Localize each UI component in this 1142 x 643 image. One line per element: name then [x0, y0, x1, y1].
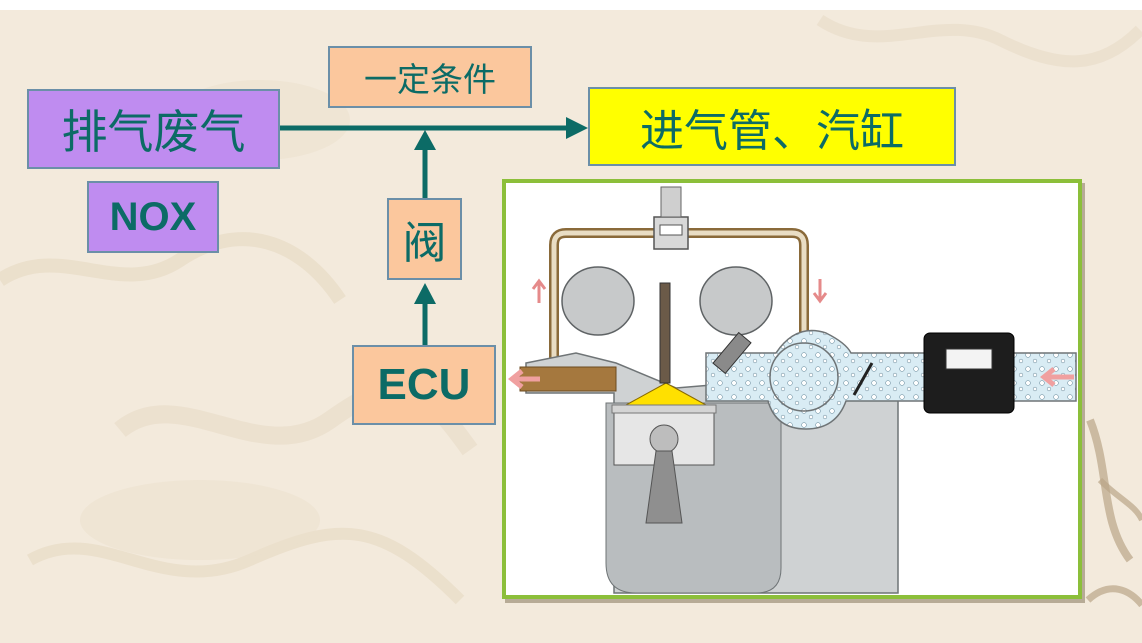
exhaust-out-arrow-icon	[507, 369, 540, 389]
nox-box: NOX	[87, 181, 219, 253]
flow-arrow-down-icon	[812, 279, 828, 304]
exhaust-gas-label: 排气废气	[61, 105, 246, 159]
exhaust-cam	[699, 266, 773, 336]
spark-plug	[659, 282, 671, 384]
air-flow-meter	[923, 332, 1015, 414]
air-in-arrow-icon	[1039, 367, 1074, 387]
throttle-body	[769, 342, 839, 412]
condition-label: 一定条件	[364, 60, 496, 99]
exhaust-gas-box: 排气废气	[27, 89, 280, 169]
condition-box: 一定条件	[328, 46, 532, 108]
ecu-box: ECU	[352, 345, 496, 425]
flow-arrow-up-icon	[531, 278, 547, 303]
egr-engine-illustration	[507, 186, 1077, 594]
ecu-label: ECU	[377, 360, 471, 409]
engine-illustration-frame	[502, 179, 1082, 599]
valve-box: 阀	[387, 198, 462, 280]
throttle-plate	[852, 362, 874, 396]
fuel-injector	[712, 331, 752, 375]
connecting-rod	[645, 450, 683, 524]
intake-cam	[561, 266, 635, 336]
intake-cylinder-box: 进气管、汽缸	[588, 87, 956, 166]
valve-label: 阀	[402, 218, 447, 269]
intake-cylinder-label: 进气管、汽缸	[640, 105, 904, 157]
nox-label: NOX	[109, 194, 197, 239]
